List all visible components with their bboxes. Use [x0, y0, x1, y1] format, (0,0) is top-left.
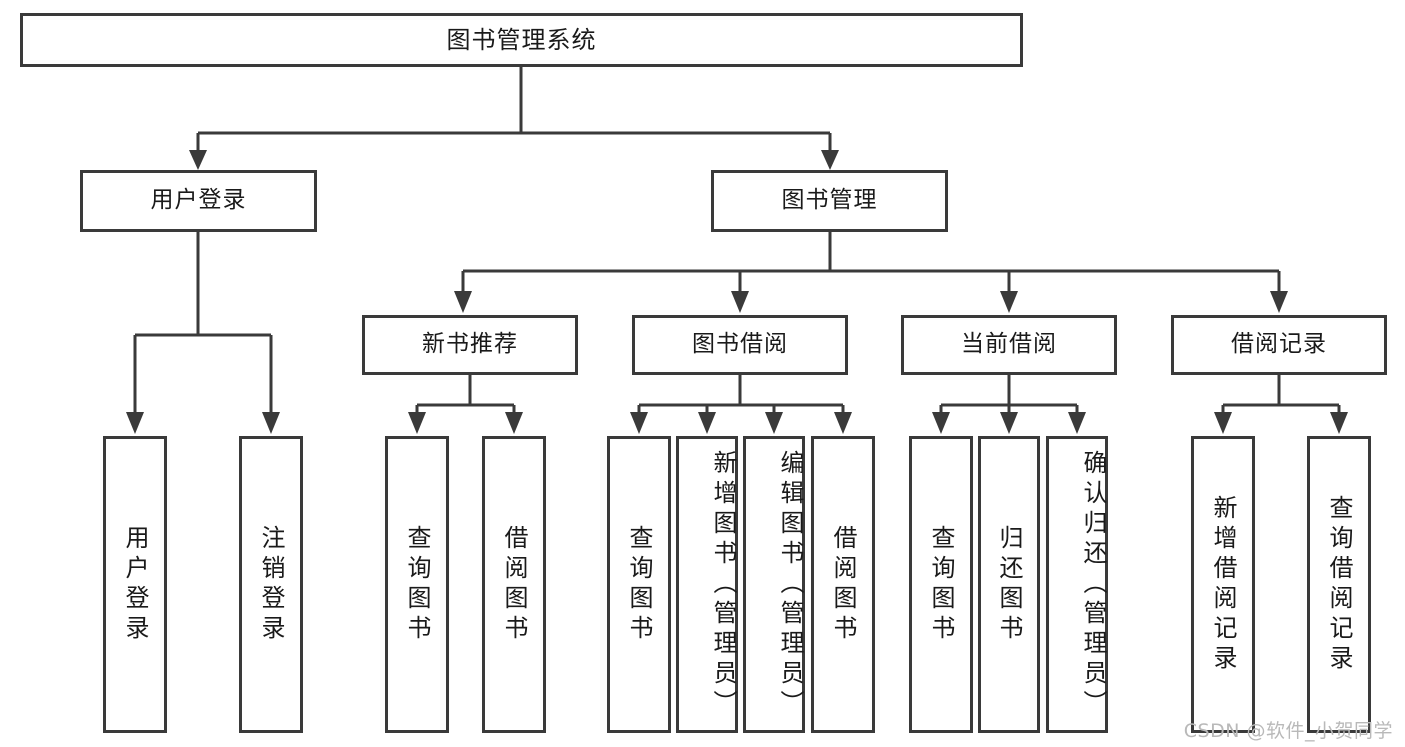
- arrowhead-leaf-nbr-query: [408, 412, 426, 434]
- leaf-cb-confirm-return-admin[interactable]: 确认归还（管理员）: [1046, 436, 1108, 733]
- leaf-bb-borrow-book[interactable]: 借阅图书: [811, 436, 875, 733]
- node-user-login[interactable]: 用户登录: [80, 170, 317, 232]
- leaf-cb-return-book[interactable]: 归还图书: [978, 436, 1040, 733]
- csdn-watermark: CSDN @软件_小贺同学: [1183, 720, 1393, 742]
- node-new-book-recommend[interactable]: 新书推荐: [362, 315, 578, 375]
- leaf-logout[interactable]: 注销登录: [239, 436, 303, 733]
- arrowhead-leaf-cb-return: [1000, 412, 1018, 434]
- arrowhead-borrow-record: [1270, 291, 1288, 313]
- node-label: 查询借阅记录: [1325, 494, 1353, 675]
- node-label: 新书推荐: [422, 331, 518, 358]
- node-borrow-record[interactable]: 借阅记录: [1171, 315, 1387, 375]
- node-label: 用户登录: [121, 524, 149, 645]
- leaf-bb-edit-book-admin[interactable]: 编辑图书（管理员）: [743, 436, 805, 733]
- arrowhead-leaf-user-login: [126, 412, 144, 434]
- arrowhead-leaf-nbr-borrow: [505, 412, 523, 434]
- arrowhead-new-book-recommend: [454, 291, 472, 313]
- node-label: 新增借阅记录: [1209, 494, 1237, 675]
- node-label: 图书管理系统: [446, 25, 597, 54]
- node-label: 确认归还（管理员）: [1079, 449, 1107, 720]
- arrowhead-user-login: [189, 150, 207, 170]
- node-label: 用户登录: [150, 187, 247, 214]
- node-label: 当前借阅: [961, 331, 1057, 358]
- arrowhead-leaf-cb-query: [932, 412, 950, 434]
- node-current-borrow[interactable]: 当前借阅: [901, 315, 1117, 375]
- node-label: 查询图书: [927, 524, 955, 645]
- node-label: 图书借阅: [692, 331, 788, 358]
- node-root-book-management-system[interactable]: 图书管理系统: [20, 13, 1023, 67]
- leaf-cb-query-book[interactable]: 查询图书: [909, 436, 973, 733]
- node-label: 编辑图书（管理员）: [776, 449, 804, 720]
- leaf-nbr-borrow-book[interactable]: 借阅图书: [482, 436, 546, 733]
- arrowhead-leaf-bb-edit: [765, 412, 783, 434]
- leaf-bb-add-book-admin[interactable]: 新增图书（管理员）: [676, 436, 738, 733]
- node-label: 新增图书（管理员）: [709, 449, 737, 720]
- leaf-br-add-record[interactable]: 新增借阅记录: [1191, 436, 1255, 733]
- node-label: 图书管理: [781, 187, 878, 214]
- node-label: 查询图书: [625, 524, 653, 645]
- node-label: 注销登录: [257, 524, 285, 645]
- arrowhead-leaf-br-add: [1214, 412, 1232, 434]
- node-book-management[interactable]: 图书管理: [711, 170, 948, 232]
- leaf-br-query-record[interactable]: 查询借阅记录: [1307, 436, 1371, 733]
- node-label: 借阅记录: [1231, 331, 1327, 358]
- leaf-bb-query-book[interactable]: 查询图书: [607, 436, 671, 733]
- arrowhead-leaf-bb-add: [698, 412, 716, 434]
- arrowhead-leaf-bb-borrow: [834, 412, 852, 434]
- arrowhead-leaf-bb-query: [630, 412, 648, 434]
- arrowhead-current-borrow: [1000, 291, 1018, 313]
- node-label: 查询图书: [403, 524, 431, 645]
- node-label: 借阅图书: [500, 524, 528, 645]
- arrowhead-book-borrow: [731, 291, 749, 313]
- arrowhead-book-manage: [821, 150, 839, 170]
- arrowhead-leaf-cb-confirm: [1068, 412, 1086, 434]
- node-label: 归还图书: [995, 524, 1023, 645]
- arrowhead-leaf-logout: [262, 412, 280, 434]
- arrowhead-leaf-br-query: [1330, 412, 1348, 434]
- leaf-user-login[interactable]: 用户登录: [103, 436, 167, 733]
- leaf-nbr-query-book[interactable]: 查询图书: [385, 436, 449, 733]
- node-book-borrow[interactable]: 图书借阅: [632, 315, 848, 375]
- node-label: 借阅图书: [829, 524, 857, 645]
